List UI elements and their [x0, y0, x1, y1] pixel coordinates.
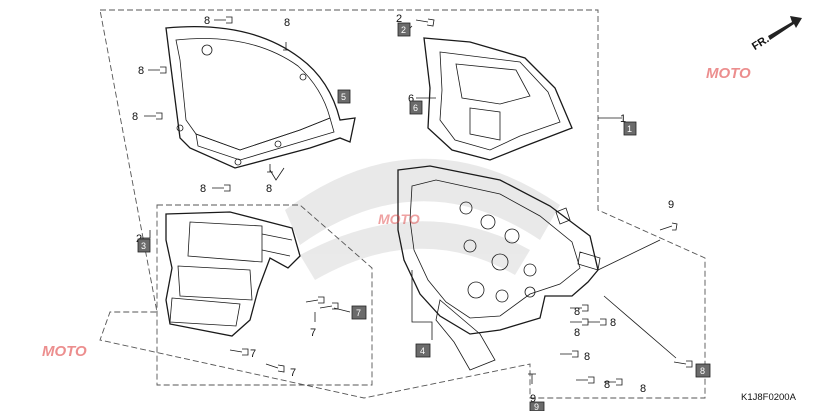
- callout-badge-4: 4: [415, 343, 431, 358]
- screws: [144, 16, 693, 386]
- assembly-outline-main: [99, 9, 706, 399]
- callout-8: 8: [284, 17, 290, 29]
- callout-8: 8: [266, 183, 272, 195]
- svg-text:9: 9: [534, 402, 539, 411]
- svg-text:5: 5: [341, 92, 346, 102]
- background-watermark-emblem: [285, 158, 560, 280]
- svg-text:7: 7: [356, 308, 361, 318]
- callout-badge-8: 8: [695, 363, 711, 378]
- svg-text:4: 4: [420, 346, 425, 356]
- callout-badge-5: 5: [337, 89, 351, 104]
- callout-badge-3: 3: [137, 238, 151, 253]
- callout-8: 8: [604, 379, 610, 391]
- callout-badge-1: 1: [623, 121, 637, 136]
- front-direction-arrow: FR.: [750, 16, 802, 53]
- callout-8: 8: [584, 351, 590, 363]
- callout-badge-6: 6: [409, 100, 423, 115]
- callout-1: 1: [620, 113, 626, 125]
- watermark-text-top: MOTO: [706, 65, 751, 82]
- callout-8: 8: [574, 327, 580, 339]
- watermark-text-middle: MOTO: [378, 211, 420, 227]
- callout-8: 8: [574, 306, 580, 318]
- callout-8: 8: [204, 15, 210, 27]
- part-6-visor-frame: [423, 37, 573, 161]
- part-code: K1J8F0200A: [741, 392, 797, 403]
- callout-6: 6: [408, 93, 414, 105]
- callout-8: 8: [132, 111, 138, 123]
- svg-text:2: 2: [401, 25, 406, 35]
- callout-badge-2: 2: [397, 22, 411, 37]
- callout-2: 2: [396, 13, 402, 25]
- callout-8: 8: [200, 183, 206, 195]
- svg-text:3: 3: [141, 241, 146, 251]
- callout-7: 7: [290, 367, 296, 379]
- watermark-logo-top: MOTO: [706, 65, 751, 82]
- part-5-upper-cover: [165, 25, 356, 169]
- svg-text:6: 6: [413, 103, 418, 113]
- callout-badge-9: 9: [529, 401, 545, 411]
- watermark-logo-left: MOTO: [42, 343, 87, 360]
- part-3-lcd-meter-unit: [165, 211, 301, 337]
- watermark-logo-middle: MOTO: [378, 211, 420, 227]
- callout-8: 8: [610, 317, 616, 329]
- callout-8: 8: [640, 383, 646, 395]
- callout-9: 9: [530, 393, 536, 405]
- svg-text:8: 8: [700, 366, 705, 376]
- callout-7: 7: [310, 327, 316, 339]
- part-4-lower-case: [397, 165, 601, 371]
- callout-8: 8: [138, 65, 144, 77]
- assembly-outline-lcd-unit: [156, 204, 373, 386]
- callout-badge-7: 7: [351, 305, 367, 320]
- callout-7: 7: [250, 348, 256, 360]
- svg-text:1: 1: [627, 124, 632, 134]
- front-direction-label: FR.: [750, 33, 771, 53]
- callout-9: 9: [668, 199, 674, 211]
- watermark-text-left: MOTO: [42, 343, 87, 360]
